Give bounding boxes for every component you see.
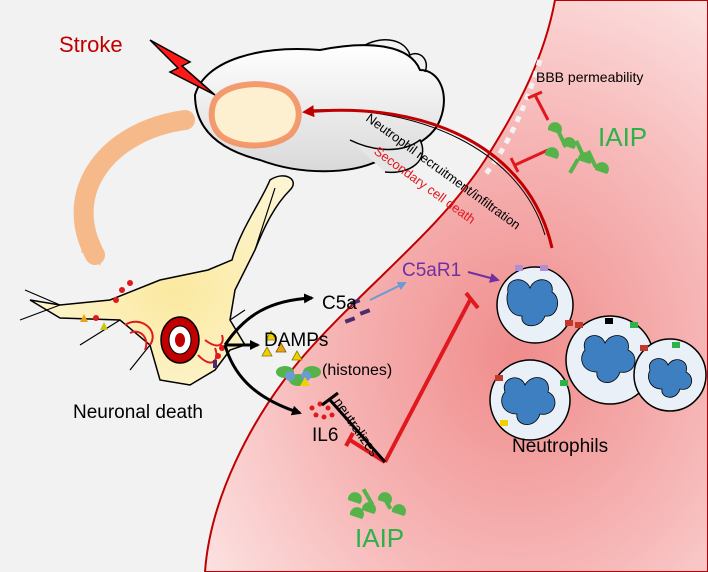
iaip-label-top: IAIP	[598, 122, 647, 152]
stroke-label: Stroke	[59, 32, 123, 57]
bbb-gap-lower	[229, 378, 273, 441]
damps-label: DAMPs	[264, 330, 328, 351]
lightning-bolt-icon	[149, 39, 216, 96]
c5ar1-label: C5aR1	[402, 260, 461, 281]
c5ar1-to-neutrophil-arrow	[467, 271, 500, 283]
histones-label: (histones)	[322, 362, 392, 379]
recruitment-arrow	[302, 105, 554, 249]
arrow-to-il6	[223, 344, 302, 416]
arrow-to-c5a	[223, 293, 314, 346]
stroke-to-neuron-arrow	[73, 110, 195, 266]
neutrophil-cell	[565, 315, 655, 405]
iaip-molecules-bottom	[347, 488, 406, 519]
iaip-top-inhibition	[509, 90, 550, 173]
brain-illustration	[193, 39, 445, 174]
histone-iaip-complex	[276, 366, 321, 386]
stroke-lesion	[208, 81, 302, 149]
iaip-molecules-top	[544, 122, 609, 174]
il6-molecules	[309, 401, 335, 420]
neutrophil-cell	[633, 338, 707, 412]
neuronal-death-label: Neuronal death	[73, 402, 203, 423]
neutralizes-bar	[321, 391, 339, 407]
iaip-label-bottom: IAIP	[355, 523, 404, 553]
bbb-gap	[483, 59, 543, 177]
neutrophil-cell	[489, 359, 571, 441]
c5a-label: C5a	[322, 293, 357, 314]
bbb-permeability-label: BBB permeability	[536, 69, 643, 85]
neutrophil-cell	[496, 265, 574, 344]
neutralizes-line	[328, 399, 387, 463]
neuron-illustration	[19, 175, 294, 386]
blood-vessel	[203, 0, 708, 572]
c5a-to-c5ar1-arrow	[369, 282, 407, 301]
c5a-molecules	[344, 298, 371, 324]
neutrophils-label: Neutrophils	[512, 436, 608, 457]
damps-molecules	[261, 330, 303, 361]
iaip-inhibition-lines	[344, 291, 480, 464]
il6-label: IL6	[312, 425, 338, 446]
